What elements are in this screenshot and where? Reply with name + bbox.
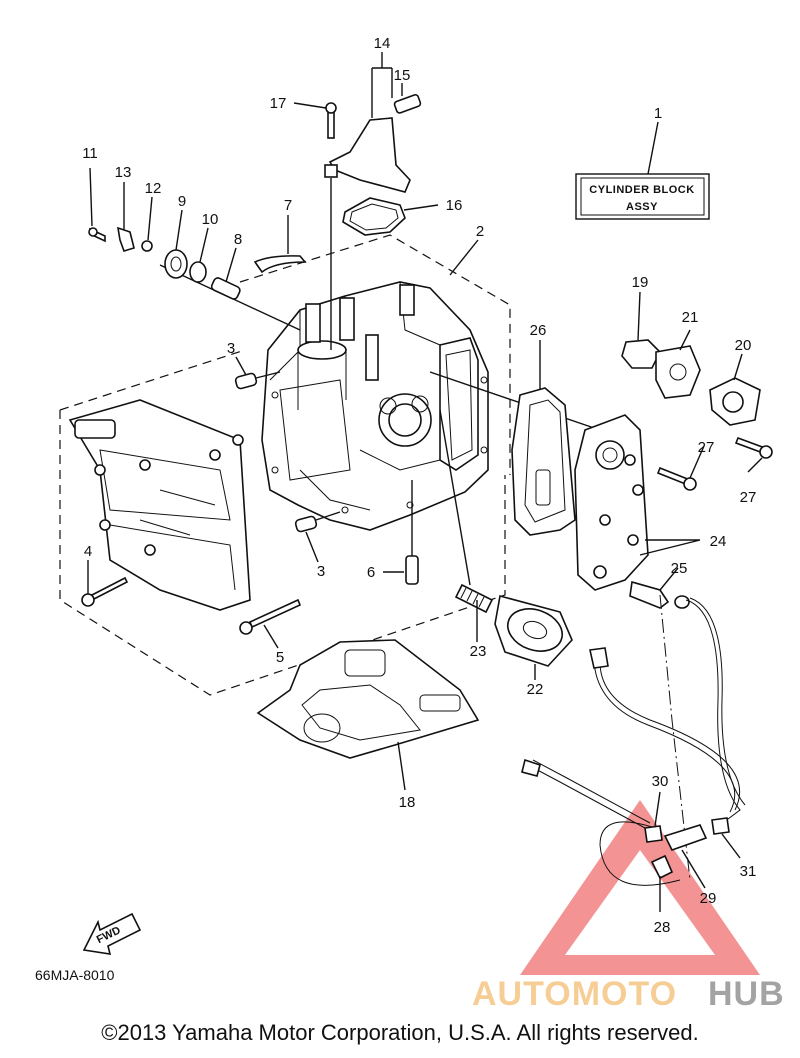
callout-14: 14 <box>374 35 391 52</box>
copyright-notice: ©2013 Yamaha Motor Corporation, U.S.A. A… <box>101 1020 699 1045</box>
hose-assembly <box>521 580 746 886</box>
top-cover-parts <box>324 93 422 350</box>
axis-line-right <box>429 371 601 431</box>
callout-7: 7 <box>284 197 292 214</box>
callout-29: 29 <box>700 890 717 907</box>
callout-3-lower: 3 <box>317 563 325 580</box>
watermark-triangle <box>520 800 760 975</box>
oil-filter-assembly <box>439 409 573 667</box>
callout-11: 11 <box>82 145 98 162</box>
callout-21: 21 <box>682 309 699 326</box>
callout-4: 4 <box>84 543 92 560</box>
title-line-1: CYLINDER BLOCK <box>589 184 694 196</box>
callout-19: 19 <box>632 274 649 291</box>
callout-16: 16 <box>446 197 463 214</box>
base-gasket <box>256 639 480 759</box>
callout-28: 28 <box>654 919 671 936</box>
watermark-text-part1: AUTOMOTO <box>472 975 677 1013</box>
exhaust-cover <box>68 399 251 611</box>
exploded-parts-diagram: CYLINDER BLOCK ASSY <box>35 35 785 1013</box>
callout-31: 31 <box>740 863 757 880</box>
fwd-arrow: FWD <box>82 912 142 955</box>
pins <box>234 371 419 585</box>
cover-24 <box>574 414 649 591</box>
callout-18: 18 <box>399 794 416 811</box>
cylinder-block <box>261 281 489 531</box>
callout-24: 24 <box>710 533 727 550</box>
sensors-right <box>621 339 773 491</box>
callout-numbers: 1 2 3 3 4 5 6 7 8 9 10 11 12 13 14 15 16… <box>82 35 756 936</box>
watermark-text-part2: HUB <box>708 975 785 1013</box>
callout-9: 9 <box>178 193 186 210</box>
callout-17: 17 <box>270 95 287 112</box>
callout-13: 13 <box>115 164 132 181</box>
leader-lines <box>87 52 763 912</box>
callout-20: 20 <box>735 337 752 354</box>
callout-25: 25 <box>671 560 688 577</box>
callout-3-upper: 3 <box>227 340 235 357</box>
assembly-boundaries <box>59 234 511 696</box>
callout-30: 30 <box>652 773 669 790</box>
callout-8: 8 <box>234 231 242 248</box>
callout-12: 12 <box>145 180 162 197</box>
callout-10: 10 <box>202 211 219 228</box>
callout-22: 22 <box>527 681 544 698</box>
watermark-logo: AUTOMOTO HUB <box>472 975 785 1013</box>
callout-23: 23 <box>470 643 487 660</box>
bolts-lower-left <box>81 576 302 635</box>
callout-27-lower: 27 <box>740 489 757 506</box>
callout-1: 1 <box>654 105 662 122</box>
title-line-2: ASSY <box>626 201 658 213</box>
callout-5: 5 <box>276 649 284 666</box>
diagram-code: 66MJA-8010 <box>35 967 115 983</box>
callout-27-upper: 27 <box>698 439 715 456</box>
small-parts-left <box>88 226 307 300</box>
callout-15: 15 <box>394 67 411 84</box>
title-box: CYLINDER BLOCK ASSY <box>575 173 710 220</box>
callout-2: 2 <box>476 223 484 240</box>
callout-26: 26 <box>530 322 547 339</box>
gasket-26 <box>511 387 576 536</box>
callout-6: 6 <box>367 564 375 581</box>
